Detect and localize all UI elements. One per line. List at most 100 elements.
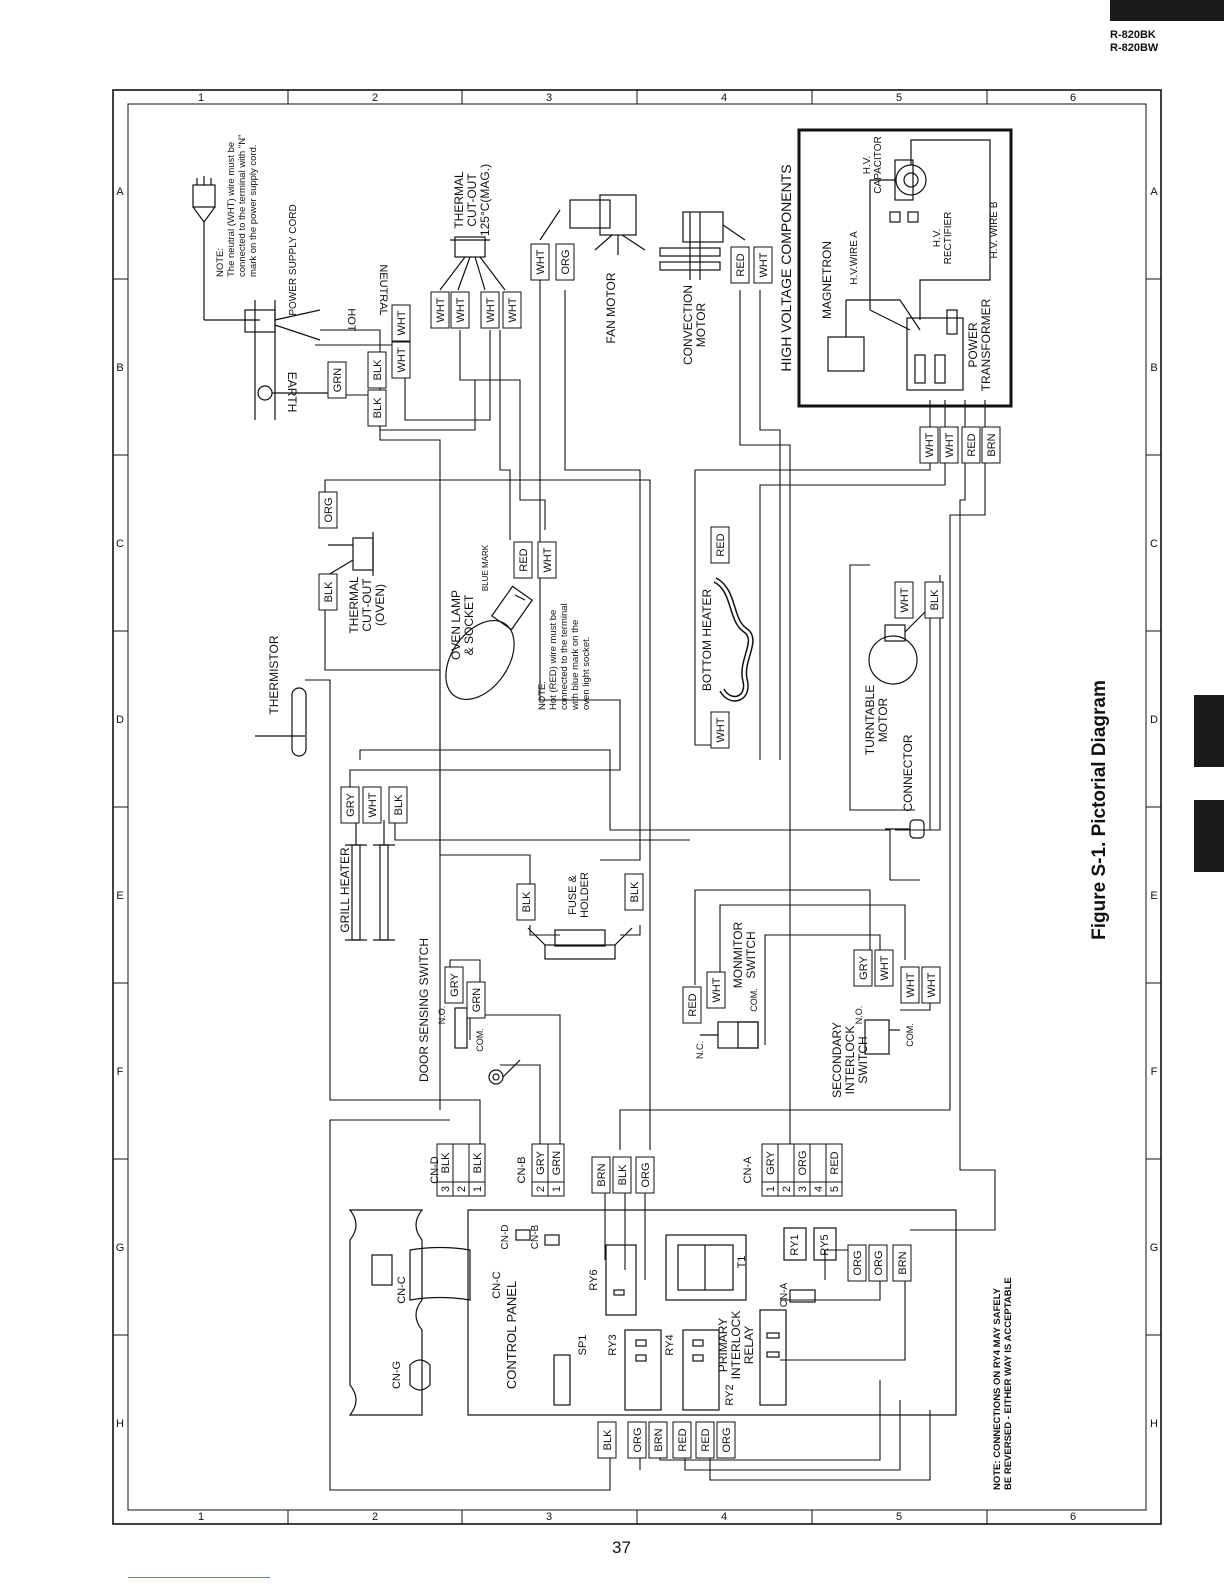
secondary-interlock-label: SECONDARY	[830, 1022, 844, 1098]
grid-col-label: 6	[1070, 92, 1076, 104]
grid-row-label: F	[117, 1066, 124, 1078]
grid-row-label: H	[116, 1418, 124, 1430]
hv-wire-a-label: H.V.WIRE A	[849, 231, 860, 285]
wire-tag: WHT	[758, 252, 770, 277]
hv-components-label: HIGH VOLTAGE COMPONENTS	[778, 164, 794, 371]
wire-tag: WHT	[924, 432, 936, 457]
note-lamp-line: oven light socket.	[581, 637, 592, 710]
grid-col-label: 6	[1070, 1511, 1076, 1523]
wire-tag: RED	[518, 548, 530, 571]
convection-motor-label: CONVECTION	[681, 285, 695, 365]
wire-tag: ORG	[560, 249, 572, 274]
control-panel-board	[467, 1209, 957, 1416]
wire-tag: RED	[966, 433, 978, 456]
power-supply-cord	[192, 176, 330, 420]
thermal-cutout-oven	[327, 532, 374, 576]
control-panel-label: CONTROL PANEL	[504, 1281, 519, 1389]
section-tab	[1194, 695, 1224, 767]
grid-row-label: H	[1150, 1418, 1158, 1430]
board-sp1: SP1	[577, 1335, 589, 1356]
board-ry2: RY2	[724, 1384, 736, 1405]
wire-tag: WHT	[926, 972, 938, 997]
note-ry4-line: NOTE: CONNECTIONS ON RY4 MAY SAFELY	[992, 1287, 1003, 1490]
thermal-cutout-mag-label: CUT-OUT	[465, 173, 479, 227]
footer-link-underline[interactable]	[128, 1577, 270, 1578]
monitor-switch-label: SWITCH	[744, 931, 758, 978]
power-transformer-label: POWER	[966, 322, 980, 368]
earth-label: EARTH	[285, 372, 299, 412]
notes: NOTE: The neutral (WHT) wire must be con…	[215, 135, 1014, 1490]
wire-tag: RED	[687, 993, 699, 1016]
magnetron-label: MAGNETRON	[820, 241, 834, 319]
note-neutral-line: The neutral (WHT) wire must be	[226, 142, 237, 277]
wire-tag: BLK	[393, 794, 405, 815]
thermistor-label: THERMISTOR	[267, 635, 281, 714]
board-cn-d: CN-D	[500, 1225, 511, 1250]
cn-wire: BLK	[472, 1152, 484, 1173]
thermal-cutout-oven-label: (OVEN)	[373, 584, 387, 626]
thermal-cutout-oven-label: THERMAL	[347, 576, 361, 634]
cn-pin: 2	[535, 1186, 547, 1192]
cn-wire: BLK	[440, 1152, 452, 1173]
thermal-cutout-oven-label: CUT-OUT	[360, 578, 374, 632]
wire-tag: BLK	[617, 1164, 629, 1185]
note-neutral-line: connected to the terminal with "N"	[237, 135, 248, 277]
cn-pin: 1	[551, 1186, 563, 1192]
figure-title: Figure S-1. Pictorial Diagram	[1089, 680, 1110, 940]
grid-col-label: 5	[896, 92, 902, 104]
grill-heater-label: GRILL HEATER	[338, 847, 352, 933]
board-t1: T1	[736, 1256, 748, 1269]
board-ry4: RY4	[664, 1334, 676, 1355]
hv-capacitor-label: H.V.	[862, 156, 873, 175]
fan-motor	[539, 194, 646, 255]
grid-row-label: C	[1150, 538, 1158, 550]
note-neutral-line: NOTE:	[215, 248, 226, 277]
wire-tag: RED	[735, 253, 747, 276]
monitor-switch-label: MONMITOR	[731, 921, 745, 988]
grid-row-label: E	[1150, 890, 1157, 902]
primary-interlock-label: INTERLOCK	[729, 1311, 743, 1380]
wire-tag: ORG	[323, 497, 335, 522]
grid-col-label: 1	[198, 1511, 204, 1523]
cn-a-label: CN-A	[742, 1156, 754, 1184]
nc-label: N.C.	[695, 1041, 705, 1059]
board-ry5: RY5	[819, 1234, 831, 1255]
wire-tag: WHT	[535, 249, 547, 274]
cn-d-block: 3 BLK 2 1 BLK	[436, 1143, 486, 1197]
wire-tag: GRY	[345, 793, 357, 817]
model-number: R-820BW	[1110, 42, 1159, 54]
cn-pin: 2	[781, 1186, 793, 1192]
grid-col-label: 2	[372, 1511, 378, 1523]
hv-wire-b-label: H.V. WIRE B	[989, 201, 1000, 258]
grid-col-label: 4	[721, 1511, 727, 1523]
thermal-cutout-mag	[439, 236, 506, 291]
wire-tag: ORG	[640, 1162, 652, 1187]
wire-tag: GRY	[858, 956, 870, 980]
power-cord-label: POWER SUPPLY CORD	[288, 204, 299, 315]
board-cn-c: CN-C	[396, 1276, 408, 1304]
grid-row-label: A	[116, 186, 124, 198]
cn-pin: 3	[440, 1186, 452, 1192]
cn-wire: ORG	[797, 1150, 809, 1175]
cn-d-label: CN-D	[429, 1156, 441, 1184]
fuse-holder	[527, 927, 633, 960]
wire-tag: WHT	[507, 297, 519, 322]
connector-label: CONNECTOR	[901, 734, 915, 811]
grid-row-label: B	[116, 362, 123, 374]
wire-tag: WHT	[879, 955, 891, 980]
secondary-interlock-label: SWITCH	[856, 1036, 870, 1083]
com-label: COM.	[475, 1028, 485, 1052]
bottom-heater-element	[714, 578, 753, 701]
cn-wire: GRY	[535, 1151, 547, 1175]
wire-tag: ORG	[852, 1250, 864, 1275]
wire-tag: BRN	[596, 1163, 608, 1186]
grid-row-label: B	[1150, 362, 1157, 374]
oven-lamp	[445, 585, 533, 701]
wire-tag: WHT	[455, 297, 467, 322]
grid-col-label: 3	[546, 1511, 552, 1523]
wire-tag: BRN	[653, 1428, 665, 1451]
wire-tag: BLK	[372, 359, 384, 380]
cn-pin: 4	[813, 1186, 825, 1192]
page-number: 37	[612, 1538, 631, 1557]
